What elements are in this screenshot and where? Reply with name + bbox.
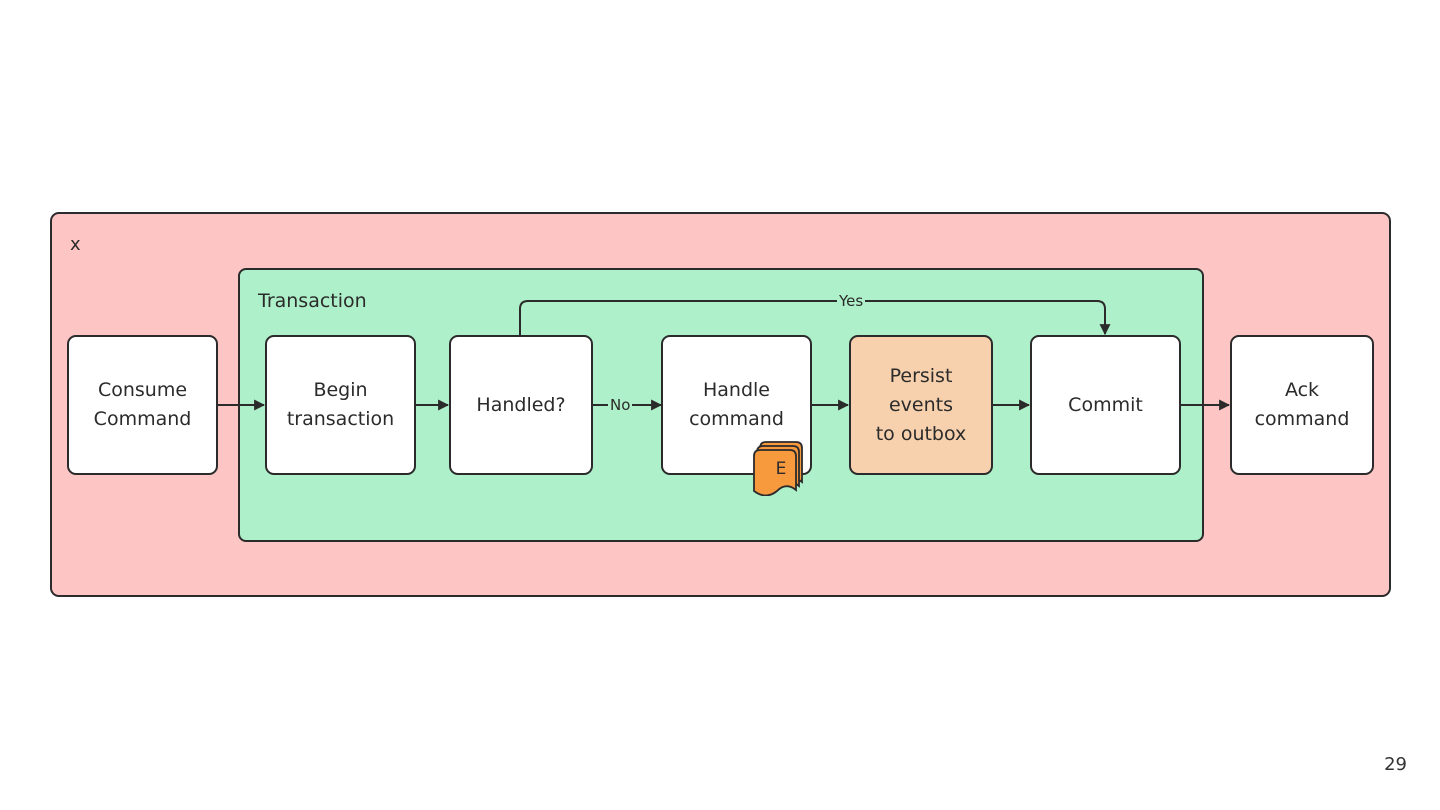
begin-transaction-node: Begin transaction (265, 335, 416, 475)
commit-node: Commit (1030, 335, 1181, 475)
handled-decision-label: Handled? (476, 393, 566, 416)
handle-command-line-2: command (689, 408, 784, 430)
begin-transaction-line-1: Begin (313, 379, 368, 401)
ack-command-line-1: Ack (1284, 379, 1320, 401)
consume-command-line-2: Command (93, 408, 192, 430)
outer-container-label: x (70, 234, 81, 255)
page-number: 29 (1384, 754, 1407, 775)
edge-handled-to-commit-yes (519, 300, 1111, 336)
persist-events-node: Persist events to outbox (849, 335, 993, 475)
commit-label: Commit (1068, 393, 1143, 416)
edge-label-yes: Yes (837, 292, 866, 310)
begin-transaction-line-2: transaction (286, 408, 395, 430)
edge-label-no: No (608, 396, 633, 414)
persist-events-line-3: to outbox (875, 422, 967, 445)
event-stack-icon: E (753, 441, 803, 496)
handled-decision-node: Handled? (449, 335, 593, 475)
ack-command-node: Ack command (1230, 335, 1374, 475)
handle-command-line-1: Handle (702, 379, 770, 401)
consume-command-node: Consume Command (67, 335, 218, 475)
ack-command-line-2: command (1254, 408, 1350, 430)
consume-command-line-1: Consume (97, 379, 188, 401)
persist-events-line-1: Persist (889, 364, 953, 387)
event-stack-badge-letter: E (776, 459, 787, 479)
transaction-group-label: Transaction (258, 290, 367, 312)
persist-events-line-2: events (888, 393, 953, 416)
